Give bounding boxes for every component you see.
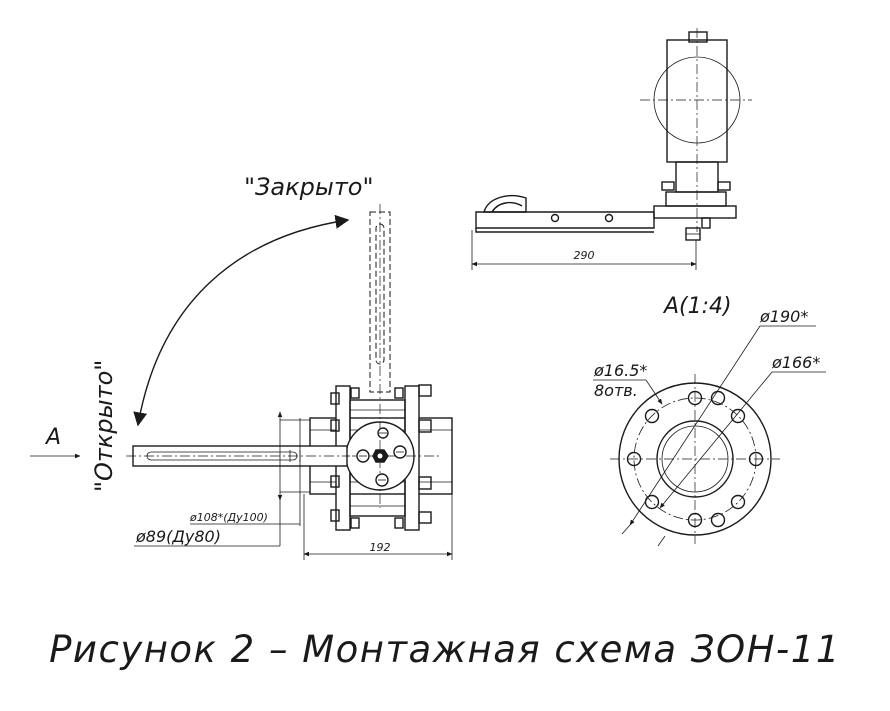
side-view: 290 — [471, 28, 752, 270]
label-closed: "Закрыто" — [244, 173, 374, 201]
dim-290-label: 290 — [574, 249, 595, 262]
closed-handle-phantom — [369, 204, 391, 400]
view-arrow-label: A — [44, 425, 61, 450]
view-arrow-a: A — [30, 425, 81, 459]
dim-pipe-label: ø89(Ду80) — [135, 527, 221, 546]
dim-bolt-circle-label: ø166* — [771, 353, 820, 372]
rotation-arc — [133, 214, 350, 427]
dim-flange-label: ø108*(Ду100) — [189, 511, 268, 524]
dim-outer-label: ø190* — [759, 307, 808, 326]
dim-192-label: 192 — [370, 541, 391, 554]
dim-holes-count-label: 8отв. — [594, 381, 638, 400]
label-open: "Открыто" — [90, 360, 118, 492]
dim-holes-label: ø16.5* — [593, 361, 647, 380]
detail-view-a: A(1:4) ø190* ø166* ø16.5* 8отв. — [593, 294, 826, 547]
detail-title: A(1:4) — [662, 294, 732, 319]
front-view: ø108*(Ду100) ø89(Ду80) 192 — [126, 204, 453, 560]
figure-caption: Рисунок 2 – Монтажная схема ЗОН-11 — [49, 628, 841, 671]
open-handle — [126, 445, 350, 467]
